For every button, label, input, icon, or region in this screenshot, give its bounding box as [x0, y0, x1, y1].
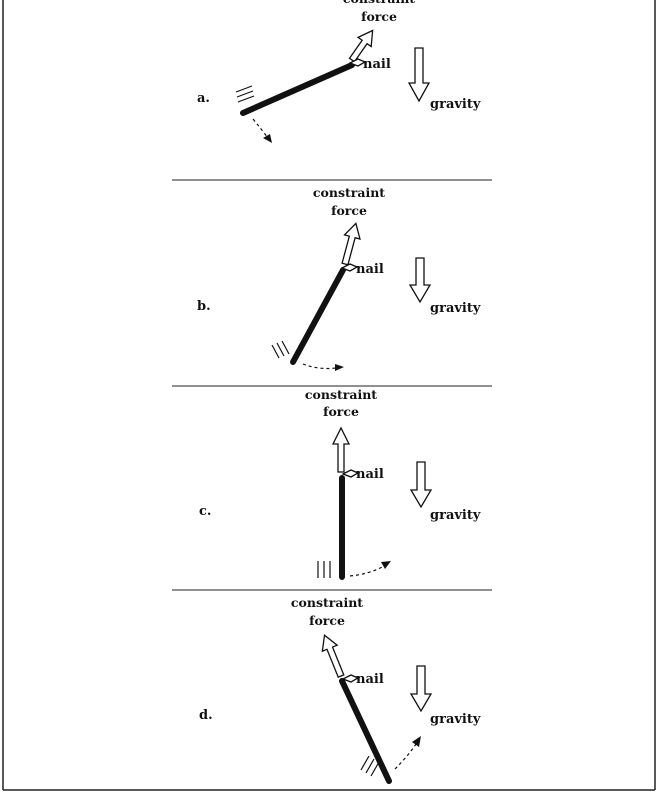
panel-c-gravity-arrow: [409, 461, 433, 509]
panel-c-motion-arrow: [349, 565, 385, 577]
panel-a: constraint force nail gravity a.: [197, 0, 481, 143]
panel-d-nail-icon: [341, 674, 360, 683]
panel-d-gravity-arrow: [409, 665, 433, 713]
panel-a-constraint-label-1: constraint: [343, 0, 415, 6]
panel-a-nail-icon: [348, 58, 367, 67]
panel-b-gravity-arrow: [408, 257, 432, 304]
panel-c-gravity-label: gravity: [430, 508, 481, 523]
panel-b-nail-icon: [340, 263, 359, 272]
panel-b: constraint force nail gravity b.: [197, 185, 481, 371]
panel-a-gravity-arrow: [407, 47, 431, 103]
panel-a-constraint-label-2: force: [361, 9, 397, 24]
panel-b-constraint-label-1: constraint: [313, 185, 385, 200]
panel-c-constraint-label-1: constraint: [305, 387, 377, 402]
panel-a-nail-label: nail: [363, 57, 391, 72]
panel-a-rod: [240, 62, 355, 116]
panel-c-motion-lines: [317, 561, 331, 578]
panel-b-gravity-label: gravity: [430, 301, 481, 316]
panel-c-constraint-arrow: [331, 426, 351, 473]
panel-d-label: d.: [199, 708, 213, 723]
panel-b-constraint-arrow: [341, 222, 361, 266]
panel-d-constraint-label-2: force: [309, 613, 345, 628]
panel-c: constraint force nail gravity c.: [199, 387, 481, 580]
panel-b-rod: [290, 267, 346, 365]
panel-a-gravity-label: gravity: [430, 97, 481, 112]
panel-a-motion-arrow: [252, 118, 269, 139]
panel-a-motion-lines: [235, 85, 255, 103]
panel-c-label: c.: [199, 504, 211, 519]
panel-d-nail-label: nail: [356, 672, 384, 687]
panel-b-motion-arrow: [302, 363, 337, 370]
panel-c-constraint-label-2: force: [323, 404, 359, 419]
panel-b-constraint-label-2: force: [331, 203, 367, 218]
panel-d-rod: [339, 678, 392, 784]
panel-c-nail-label: nail: [356, 467, 384, 482]
panel-b-label: b.: [197, 299, 211, 314]
panel-a-label: a.: [197, 91, 210, 106]
panel-d-gravity-label: gravity: [430, 712, 481, 727]
panel-d-motion-arrow: [394, 743, 417, 770]
panel-d: constraint force nail gravity d.: [199, 595, 481, 784]
panel-c-nail-icon: [341, 469, 360, 478]
panel-d-constraint-arrow: [321, 633, 345, 678]
panel-b-nail-label: nail: [356, 262, 384, 277]
panel-b-motion-lines: [271, 340, 290, 359]
panel-d-motion-lines: [360, 755, 380, 777]
panel-d-constraint-label-1: constraint: [291, 595, 363, 610]
panel-a-constraint-arrow: [348, 29, 374, 63]
